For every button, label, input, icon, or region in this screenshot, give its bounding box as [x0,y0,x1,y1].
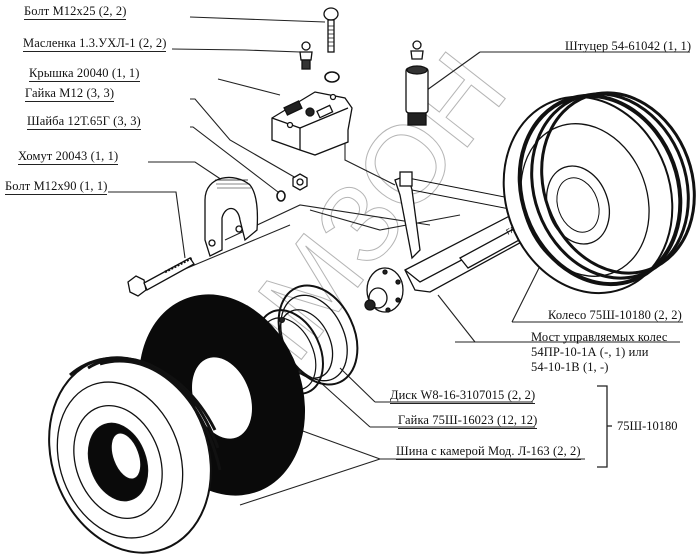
leader-tire-3 [299,429,381,460]
leader-nut-m12 [190,98,297,179]
leader-bolt-m12x90 [108,191,186,259]
group-bracket [597,385,612,468]
label-wheel-nut: Гайка 75Ш-16023 (12, 12) [398,413,538,429]
clamp-part [204,176,259,257]
hub-part [364,267,404,313]
leader-axle-2 [437,294,476,343]
label-axle-line3: 54-10-1В (1, -) [531,360,609,374]
leader-arm [309,209,461,231]
label-grease-fitting: Масленка 1.3.УХЛ-1 (2, 2) [23,36,167,52]
label-axle-line2: 54ПР-10-1А (-, 1) или [531,345,649,359]
grease-fitting-part [299,41,313,70]
wheel-right-part [502,91,696,295]
label-disc: Диск W8-16-3107015 (2, 2) [390,388,536,404]
label-nut-m12: Гайка М12 (3, 3) [25,86,115,102]
label-cover: Крышка 20040 (1, 1) [29,66,140,82]
leader-disc-2 [339,367,376,403]
leader-tire-2 [239,458,381,506]
leader-bolt-m12x25 [189,16,326,23]
leader-clamp [148,161,223,181]
bolt-m12x25-part [323,7,339,53]
label-clamp: Хомут 20043 (1, 1) [18,149,119,165]
leader-cover [217,78,281,96]
cover-part [271,91,353,156]
bolt-m12x90-part [127,256,195,297]
label-bolt-m12x25: Болт М12х25 (2, 2) [24,4,127,20]
group-code-label: 75Ш-10180 [617,419,678,433]
label-wheel: Колесо 75Ш-10180 (2, 2) [548,308,682,322]
label-union: Штуцер 54-61042 (1, 1) [565,39,692,53]
leader-grease-fitting [171,48,301,53]
leader-washer [190,126,279,193]
label-tire: Шина с камерой Мод. Л-163 (2, 2) [396,444,581,460]
label-washer: Шайба 12Т.65Г (3, 3) [27,114,141,130]
washer-part [276,190,286,202]
label-axle-line1: Мост управляемых колес [531,330,668,344]
washer-top-part [324,71,340,83]
nut-m12-part [292,173,308,191]
union-part [405,40,429,126]
leader-union-2 [426,51,481,91]
tire-part [48,356,222,554]
label-bolt-m12x90: Болт М12х90 (1, 1) [5,179,108,195]
leader-wheel-nut-2 [319,381,371,428]
